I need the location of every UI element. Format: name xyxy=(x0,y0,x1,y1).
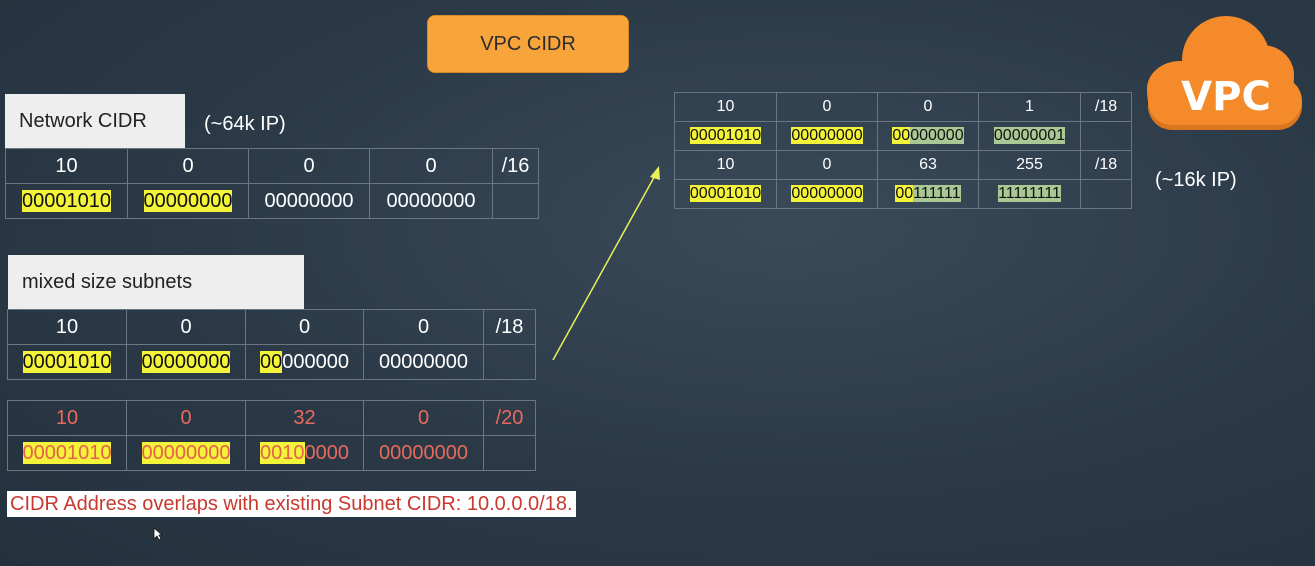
prefix-cell xyxy=(492,183,539,219)
decimal-octet-cell: 0 xyxy=(877,92,979,122)
decimal-octet-cell: 1 xyxy=(978,92,1081,122)
bit-segment: 00001010 xyxy=(689,185,762,202)
arrow-connector xyxy=(552,166,660,361)
prefix-cell: /18 xyxy=(1080,150,1132,180)
decimal-octet-cell: 0 xyxy=(127,148,249,184)
bit-segment: 00000000 xyxy=(143,189,233,212)
bit-segment: 00001010 xyxy=(22,441,112,464)
decimal-octet-cell: 63 xyxy=(877,150,979,180)
binary-octet-cell: 00000000 xyxy=(776,121,878,151)
decimal-octet-cell: 0 xyxy=(363,309,484,345)
binary-octet-cell: 00000000 xyxy=(369,183,493,219)
bit-segment: 000000 xyxy=(910,127,964,144)
network-ip-count: (~64k IP) xyxy=(204,113,286,135)
decimal-octet-cell: 0 xyxy=(248,148,370,184)
decimal-octet-cell: 0 xyxy=(369,148,493,184)
prefix-cell xyxy=(1080,121,1132,151)
decimal-octet-cell: 0 xyxy=(776,92,878,122)
decimal-octet-cell: 0 xyxy=(245,309,364,345)
decimal-octet-cell: 0 xyxy=(776,150,878,180)
binary-octet-cell: 00100000 xyxy=(245,435,364,471)
bit-segment: 00000000 xyxy=(791,185,863,202)
binary-octet-cell: 00111111 xyxy=(877,179,979,209)
decimal-octet-cell: 0 xyxy=(363,400,484,436)
binary-octet-cell: 00000000 xyxy=(126,435,246,471)
bit-segment: 00000000 xyxy=(379,441,468,464)
prefix-cell xyxy=(483,435,536,471)
bit-segment: 00 xyxy=(895,185,914,202)
binary-octet-cell: 00001010 xyxy=(674,179,777,209)
bit-segment: 000000 xyxy=(282,350,349,373)
decimal-octet-cell: 10 xyxy=(674,92,777,122)
table-row: 00001010 00000000 00000000 00000000 xyxy=(5,183,539,219)
binary-octet-cell: 00000000 xyxy=(126,344,246,380)
prefix-cell: /16 xyxy=(492,148,539,184)
bit-segment: 00000000 xyxy=(264,189,354,212)
prefix-cell: /18 xyxy=(1080,92,1132,122)
decimal-octet-cell: 10 xyxy=(674,150,777,180)
decimal-octet-cell: 10 xyxy=(5,148,128,184)
mixed-subnets-label: mixed size subnets xyxy=(8,255,304,309)
binary-octet-cell: 00000000 xyxy=(248,183,370,219)
binary-octet-cell: 00000000 xyxy=(127,183,249,219)
bit-segment: 00001010 xyxy=(22,350,112,373)
bit-segment: 00000000 xyxy=(379,350,468,373)
decimal-octet-cell: 255 xyxy=(978,150,1081,180)
binary-octet-cell: 00001010 xyxy=(7,344,127,380)
binary-octet-cell: 00000000 xyxy=(776,179,878,209)
bit-segment: 00 xyxy=(260,350,283,373)
bit-segment: 00000000 xyxy=(141,350,231,373)
vpc-cidr-title: VPC CIDR xyxy=(427,15,629,73)
vpc-cloud-icon: VPC xyxy=(1147,16,1302,130)
bit-segment: 11111111 xyxy=(998,185,1061,202)
binary-octet-cell: 00000000 xyxy=(363,435,484,471)
bit-segment: 00000000 xyxy=(141,441,231,464)
binary-octet-cell: 00000000 xyxy=(363,344,484,380)
bit-segment: 0010 xyxy=(260,441,305,464)
bit-segment: 00000000 xyxy=(791,127,863,144)
prefix-cell xyxy=(1080,179,1132,209)
prefix-cell: /18 xyxy=(483,309,536,345)
binary-octet-cell: 00000000 xyxy=(245,344,364,380)
decimal-octet-cell: 0 xyxy=(126,400,246,436)
bit-segment: 00 xyxy=(892,127,911,144)
binary-octet-cell: 00001010 xyxy=(7,435,127,471)
decimal-octet-cell: 10 xyxy=(7,400,127,436)
bit-segment: 00000001 xyxy=(993,127,1066,144)
error-message: CIDR Address overlaps with existing Subn… xyxy=(7,491,576,517)
binary-octet-cell: 00000000 xyxy=(877,121,979,151)
mouse-cursor-icon xyxy=(153,527,163,541)
prefix-cell xyxy=(483,344,536,380)
decimal-octet-cell: 0 xyxy=(126,309,246,345)
prefix-cell: /20 xyxy=(483,400,536,436)
binary-octet-cell: 00001010 xyxy=(5,183,128,219)
subnet-ip-count: (~16k IP) xyxy=(1155,169,1237,191)
bit-segment: 0000 xyxy=(304,441,350,464)
binary-octet-cell: 11111111 xyxy=(978,179,1081,209)
network-cidr-label: Network CIDR xyxy=(5,94,185,148)
binary-octet-cell: 00000001 xyxy=(978,121,1081,151)
binary-octet-cell: 00001010 xyxy=(674,121,777,151)
vpc-cloud-label: VPC xyxy=(1181,74,1271,120)
decimal-octet-cell: 32 xyxy=(245,400,364,436)
bit-segment: 00001010 xyxy=(689,127,762,144)
bit-segment: 111111 xyxy=(913,185,961,202)
bit-segment: 00000000 xyxy=(386,189,476,212)
decimal-octet-cell: 10 xyxy=(7,309,127,345)
bit-segment: 00001010 xyxy=(22,189,111,212)
